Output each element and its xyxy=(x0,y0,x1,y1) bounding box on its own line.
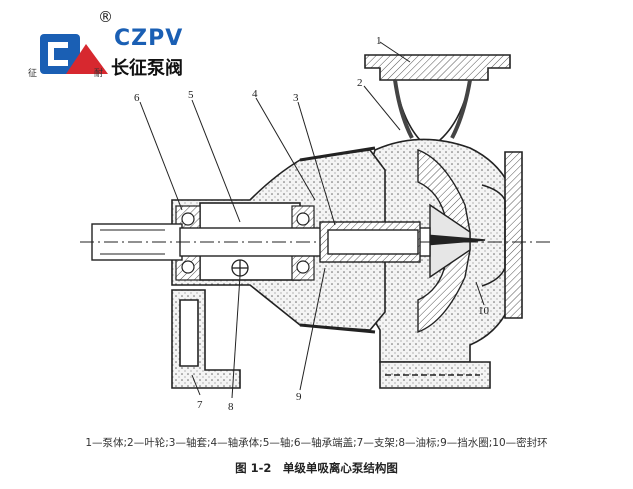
part-number-2: 2 xyxy=(357,77,363,89)
part-number-4: 4 xyxy=(252,88,258,100)
logo-small-text-left: 征 xyxy=(28,69,38,79)
figure-caption: 图 1-2 单级单吸离心泵结构图 xyxy=(235,461,398,475)
part-number-7: 7 xyxy=(197,399,203,411)
company-logo: ® CZPV 长征泵阀 征 耐 xyxy=(6,6,206,84)
part-number-10: 10 xyxy=(478,305,490,317)
part-number-3: 3 xyxy=(293,92,299,104)
part-number-1: 1 xyxy=(376,35,382,47)
part-number-8: 8 xyxy=(228,401,234,413)
czpv-logo-mark-icon xyxy=(40,34,108,74)
brand-name-cn: 长征泵阀 xyxy=(111,58,183,79)
parts-legend: 1—泵体;2—叶轮;3—轴套;4—轴承体;5—轴;6—轴承端盖;7—支架;8—油… xyxy=(85,437,548,449)
brand-name: CZPV xyxy=(114,26,184,51)
oil-gauge xyxy=(231,259,249,277)
part-number-9: 9 xyxy=(296,391,302,403)
registered-mark: ® xyxy=(98,8,113,26)
logo-small-text-right: 耐 xyxy=(94,69,104,79)
part-number-6: 6 xyxy=(134,92,140,104)
part-number-5: 5 xyxy=(188,89,194,101)
support-bracket xyxy=(171,289,241,389)
shaft xyxy=(80,221,550,263)
